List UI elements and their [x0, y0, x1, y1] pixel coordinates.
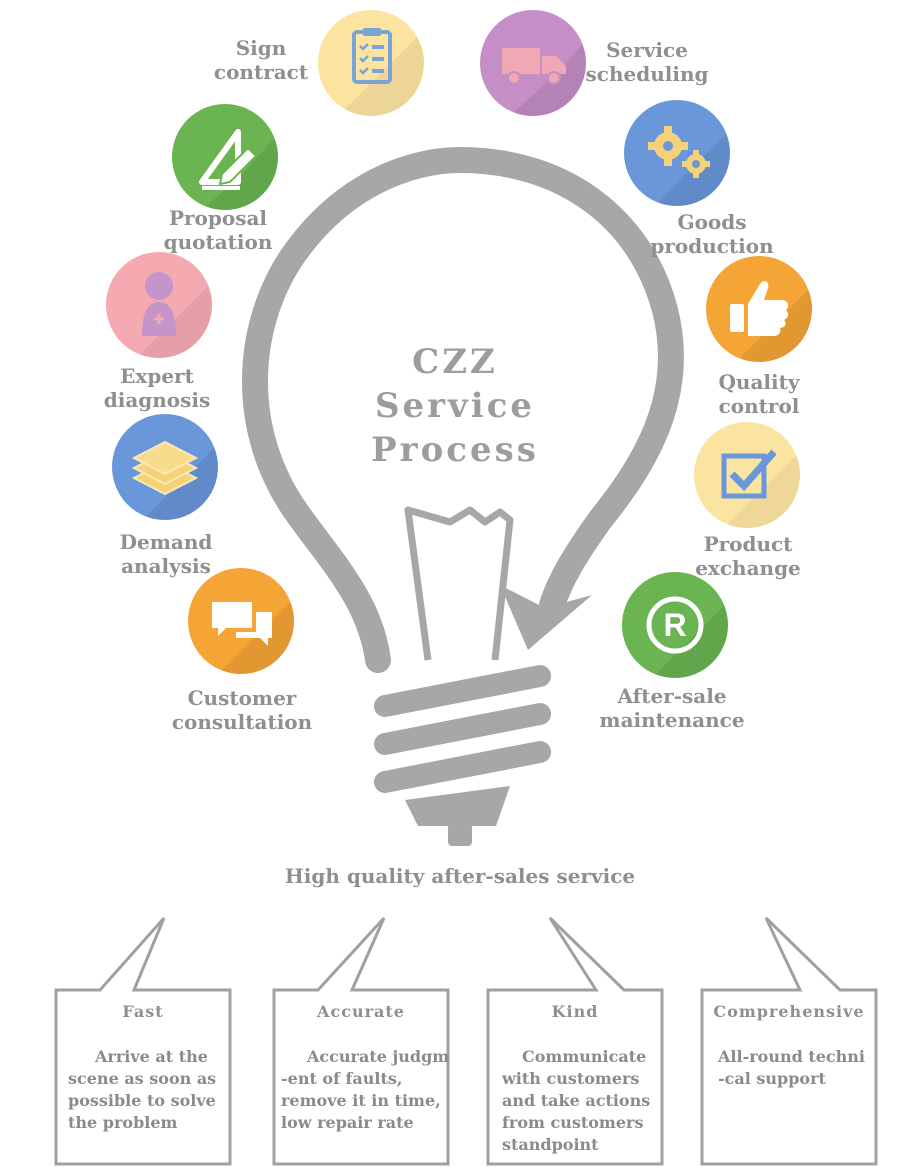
bulb-outline — [242, 146, 684, 673]
bulb-arrow-head — [500, 585, 592, 650]
card-text-kind: Communicate with customers and take acti… — [502, 1047, 651, 1154]
bulb-contact — [448, 824, 472, 846]
layers-icon — [131, 440, 199, 496]
step-service-scheduling-circle — [480, 10, 586, 116]
center-title-line1: CZZ — [412, 342, 498, 382]
step-product-exchange-circle — [694, 422, 800, 528]
step-demand-analysis-circle — [112, 414, 218, 520]
center-title-line3: Process — [371, 430, 539, 470]
step-sign-contract-circle — [318, 10, 424, 116]
bulb-filament — [404, 506, 514, 661]
step-after-sale-maintenance-circle: R — [622, 572, 728, 678]
bulb-base-stripe — [374, 703, 551, 755]
step-proposal-quotation-circle — [172, 104, 278, 210]
card-accurate-frame — [272, 916, 450, 1166]
center-title-line2: Service — [374, 386, 536, 426]
card-title-kind: Kind — [551, 1002, 599, 1021]
svg-text:R: R — [663, 607, 686, 643]
delivery-truck-icon — [502, 48, 566, 85]
bulb-base-cap — [405, 786, 510, 826]
card-kind-frame — [486, 916, 664, 1166]
card-text-accurate: Accurate judgm -ent of faults, remove it… — [281, 1047, 450, 1132]
card-fast-frame — [54, 917, 232, 1166]
card-text-comprehensive: All-round techni -cal support — [718, 1047, 865, 1088]
card-title-fast: Fast — [122, 1002, 164, 1021]
step-customer-consultation-circle — [188, 568, 294, 674]
card-text-fast: Arrive at the scene as soon as possible … — [68, 1047, 217, 1132]
service-subtitle: High quality after-sales service — [284, 864, 636, 888]
step-expert-diagnosis-circle — [106, 252, 212, 358]
person-icon — [142, 272, 176, 336]
registered-mark-icon: R — [646, 596, 704, 654]
set-square-pencil-icon — [199, 129, 258, 190]
bulb-base-stripe — [374, 665, 551, 717]
card-comprehensive-frame — [700, 916, 878, 1166]
thumbs-up-icon — [730, 281, 789, 336]
clipboard-checklist-icon — [352, 28, 392, 84]
gears-icon — [648, 126, 710, 178]
step-goods-production-circle — [624, 100, 730, 206]
center-title: CZZ Service Process — [330, 340, 580, 472]
card-title-comprehensive: Comprehensive — [713, 1002, 865, 1021]
card-title-accurate: Accurate — [317, 1002, 405, 1021]
checkbox-icon — [721, 449, 777, 499]
chat-bubbles-icon — [212, 602, 272, 646]
step-quality-control-circle — [706, 256, 812, 362]
bulb-base-stripe — [374, 741, 551, 793]
